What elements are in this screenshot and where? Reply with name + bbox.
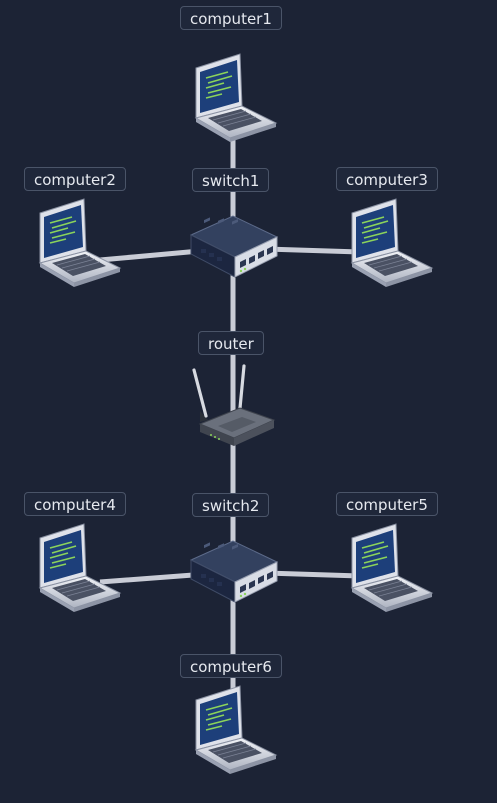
switch-icon [189,215,279,278]
computer3-node[interactable]: computer3 [336,167,440,295]
computer6-node[interactable]: computer6 [180,654,284,782]
computer5-label: computer5 [336,492,438,516]
switch2-node[interactable]: switch2 [184,493,284,632]
switch2-label: switch2 [192,493,270,517]
computer1-node[interactable]: computer1 [180,6,284,150]
laptop-icon [38,198,122,287]
computer3-label: computer3 [336,167,438,191]
router-icon [192,364,276,446]
router-node[interactable]: router [184,331,284,462]
switch1-label: switch1 [192,168,270,192]
laptop-icon [350,198,434,287]
computer2-label: computer2 [24,167,126,191]
computer4-node[interactable]: computer4 [24,492,128,620]
router-label: router [198,331,264,355]
switch-icon [189,540,279,603]
switch1-node[interactable]: switch1 [184,168,284,307]
laptop-icon [194,53,278,142]
computer5-node[interactable]: computer5 [336,492,440,620]
computer2-node[interactable]: computer2 [24,167,128,295]
computer4-label: computer4 [24,492,126,516]
laptop-icon [38,523,122,612]
computer6-label: computer6 [180,654,282,678]
computer1-label: computer1 [180,6,282,30]
laptop-icon [194,685,278,774]
laptop-icon [350,523,434,612]
